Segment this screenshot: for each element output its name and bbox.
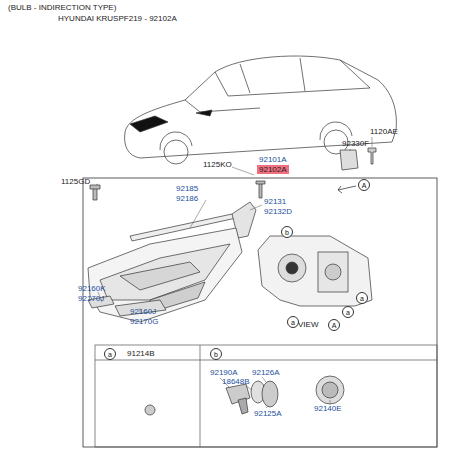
part-number: 1125GD [61,177,90,186]
part-number: 92185 [176,184,198,193]
leader-lines [96,137,372,408]
part-number: 92330F [342,139,369,148]
part-number: 91214B [127,349,155,358]
headlamp-assembly [88,228,242,322]
highlighted-part-number: 92102A [257,165,289,174]
part-number: 92101A [259,155,287,164]
part-number: 92140E [314,404,342,413]
node-text: b [285,229,289,236]
view-marker: a [342,306,354,318]
part-number: 92125A [254,409,282,418]
part-number: 92170J [78,294,104,303]
node-text: a [360,295,364,302]
node-text: A [362,182,367,189]
part-number: 18648B [222,377,250,386]
part-number: VIEW [298,320,318,329]
node-text: a [346,309,350,316]
node-text: a [291,319,295,326]
part-number: 92131 [264,197,286,206]
part-number: 92160K [78,284,106,293]
view-marker: a [287,316,299,328]
part-number: 92170G [130,317,158,326]
node-text: A [332,322,337,329]
part-number: 92126A [252,368,280,377]
view-marker: b [281,226,293,238]
part-number: 1120AE [370,127,398,136]
part-number: 92160J [130,307,156,316]
node-text: a [108,351,112,358]
view-marker: b [210,348,222,360]
view-marker: a [104,348,116,360]
node-text: 92102A [259,166,287,174]
view-marker: A [328,319,340,331]
part-number: 92186 [176,194,198,203]
diagram-subtitle: HYUNDAI KRUSPF219 - 92102A [58,14,177,23]
view-marker: a [356,292,368,304]
node-text: b [214,351,218,358]
car-sketch [125,56,397,164]
part-number: 92190A [210,368,238,377]
housing-rear-view [258,236,372,306]
part-number: 1125KO [203,160,232,169]
part-number: 92132D [264,207,292,216]
view-marker: A [358,179,370,191]
diagram-title: (BULB - INDIRECTION TYPE) [8,3,116,12]
